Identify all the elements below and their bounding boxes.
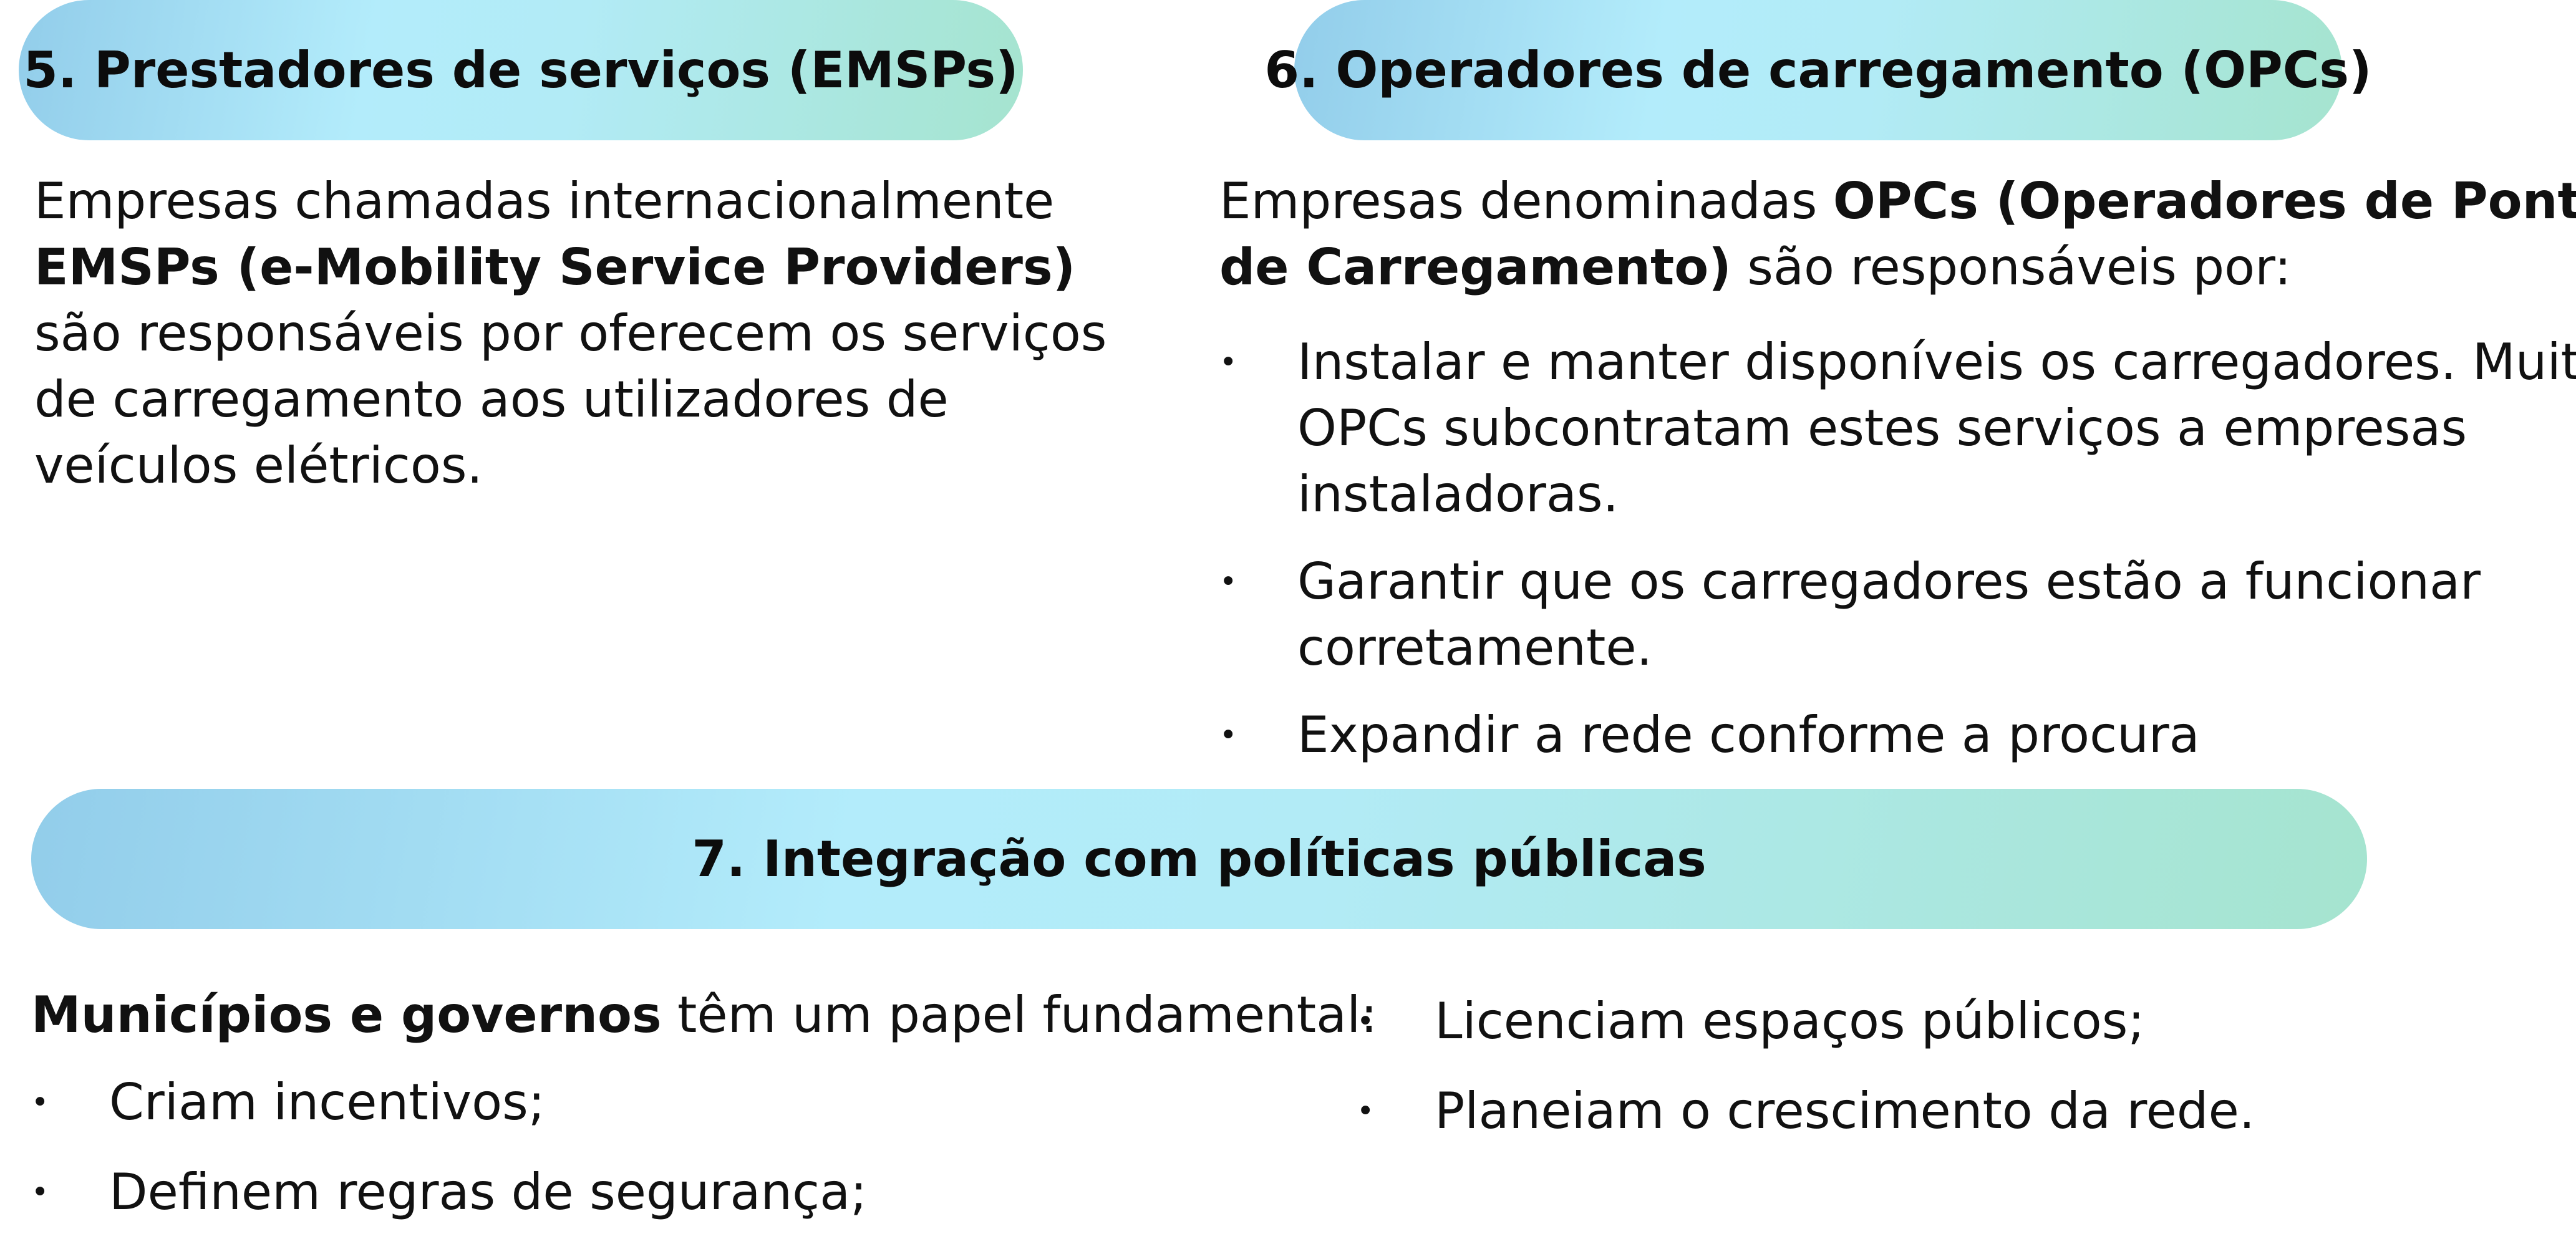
section-5-header: 5. Prestadores de serviços (EMSPs) [19,0,1023,140]
emsps-term: EMSPs (e-Mobility Service Providers) [34,238,1076,296]
section-7-bullet-seguranca: Definem regras de segurança; [31,1159,867,1225]
section-6-intro-line-2: de Carregamento) são responsáveis por: [1219,234,2576,301]
section-5-line-5: veículos elétricos. [34,436,483,494]
section-5-title: 5. Prestadores de serviços (EMSPs) [23,41,1019,99]
section-5-line-1: Empresas chamadas internacionalmente [34,172,1055,230]
section-5-description: Empresas chamadas internacionalmente EMS… [34,168,1106,499]
section-7-title: 7. Integração com políticas públicas [692,830,1707,888]
section-7-bullet-planeiam: Planeiam o crescimento da rede. [1357,1078,2255,1144]
section-6-bullets: Instalar e manter disponíveis os carrega… [1219,329,2576,768]
opcs-term: OPCs (Operadores de Pontos [1833,172,2576,230]
section-7-bullets-left: Criam incentivos; Definem regras de segu… [31,1069,867,1225]
section-5-line-2: EMSPs (e-Mobility Service Providers) [34,234,1106,301]
section-6-intro: Empresas denominadas OPCs (Operadores de… [1219,168,2576,301]
section-5-line-3: são responsáveis por oferecem os serviço… [34,304,1107,362]
section-7-bullets-right: Licenciam espaços públicos; Planeiam o c… [1357,988,2255,1144]
municipios-term: Municípios e governos [31,986,662,1044]
section-6-intro-tail: são responsáveis por: [1731,238,2292,296]
opcs-term-continued: de Carregamento) [1219,238,1731,296]
section-7-bullet-incentivos: Criam incentivos; [31,1069,867,1136]
section-7-header: 7. Integração com políticas públicas [31,789,2367,929]
section-6-header: 6. Operadores de carregamento (OPCs) [1264,0,2372,140]
section-7-bullet-licenciam: Licenciam espaços públicos; [1357,988,2255,1054]
section-6-bullet-3: Expandir a rede conforme a procura [1219,702,2576,768]
section-6-intro-text: Empresas denominadas [1219,172,1833,230]
section-7-intro-text: têm um papel fundamental: [661,986,1378,1044]
section-6-bullet-2: Garantir que os carregadores estão a fun… [1219,549,2576,681]
section-6-title: 6. Operadores de carregamento (OPCs) [1264,41,2372,99]
section-7-intro: Municípios e governos têm um papel funda… [31,982,1377,1048]
section-6-intro-line-1: Empresas denominadas OPCs (Operadores de… [1219,168,2576,234]
section-6-bullet-1: Instalar e manter disponíveis os carrega… [1219,329,2576,528]
section-5-line-4: de carregamento aos utilizadores de [34,370,949,428]
